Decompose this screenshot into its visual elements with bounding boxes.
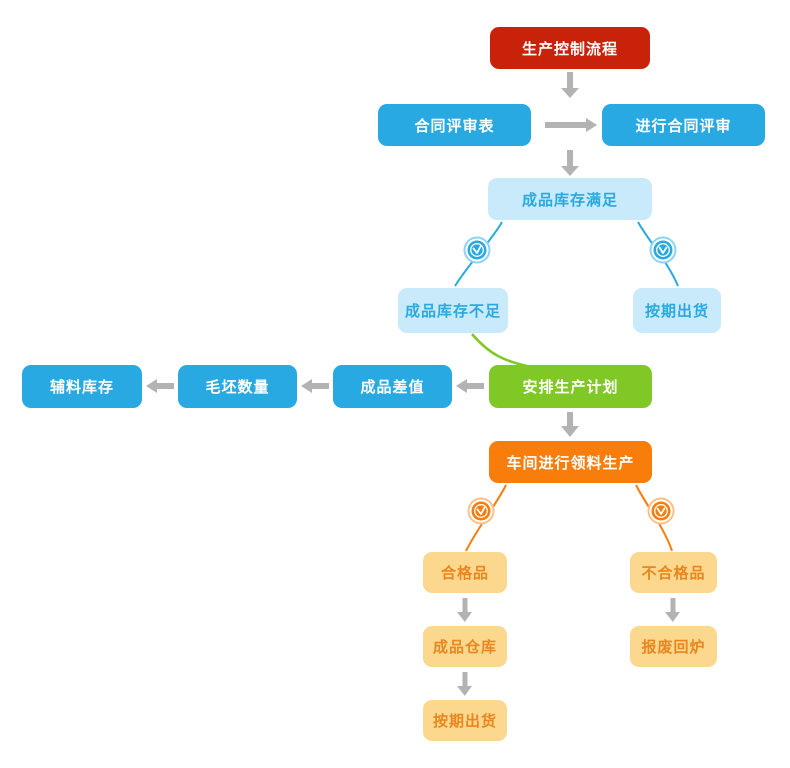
node-finished-stock-insufficient: 成品库存不足 <box>398 288 508 333</box>
arrow-down-ship <box>457 672 472 696</box>
node-aux-material-stock: 辅料库存 <box>22 365 142 408</box>
node-ship-on-time-lower: 按期出货 <box>423 700 507 741</box>
connector-schedule <box>471 333 528 368</box>
arrow-right-contract <box>545 118 597 132</box>
arrow-down-start <box>561 72 579 98</box>
arrow-left-to-aux <box>146 379 174 393</box>
arrow-left-to-diff <box>456 379 484 393</box>
node-finished-goods-difference: 成品差值 <box>333 365 452 408</box>
node-finished-goods-warehouse: 成品仓库 <box>423 626 507 667</box>
clock-icon <box>649 236 677 264</box>
clock-icon <box>647 497 675 525</box>
node-unqualified-products: 不合格品 <box>630 552 717 593</box>
node-conduct-contract-review: 进行合同评审 <box>602 104 765 146</box>
node-finished-stock-sufficient: 成品库存满足 <box>488 178 652 220</box>
arrow-down-warehouse <box>457 598 472 622</box>
arrow-down-scrap <box>665 598 680 622</box>
node-production-control-process: 生产控制流程 <box>490 27 650 69</box>
node-scrap-remelt: 报废回炉 <box>630 626 717 667</box>
clock-icon <box>463 236 491 264</box>
node-contract-review-form: 合同评审表 <box>378 104 531 146</box>
node-ship-on-time-upper: 按期出货 <box>633 288 721 333</box>
arrow-left-to-blank <box>301 379 329 393</box>
clock-icon <box>467 497 495 525</box>
node-workshop-material-production: 车间进行领料生产 <box>489 441 652 483</box>
arrow-down-to-stock <box>561 150 579 176</box>
node-schedule-production-plan: 安排生产计划 <box>489 365 652 408</box>
node-blank-quantity: 毛坯数量 <box>178 365 297 408</box>
arrow-down-workshop <box>561 412 579 437</box>
node-qualified-products: 合格品 <box>423 552 507 593</box>
